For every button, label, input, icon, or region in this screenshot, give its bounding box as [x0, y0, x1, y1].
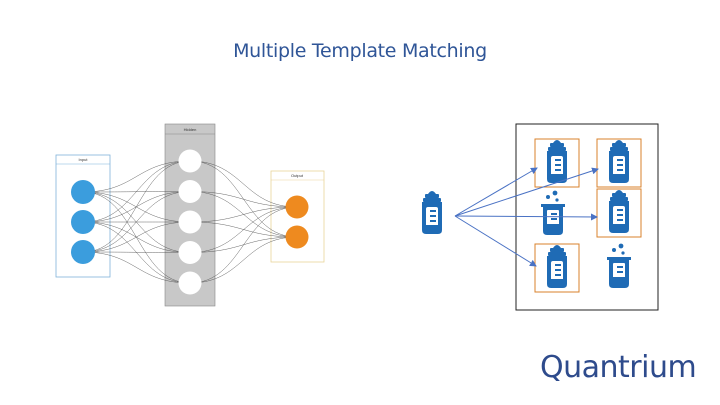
network-edge [82, 160, 191, 193]
network-edge [189, 160, 298, 238]
network-edge [82, 191, 191, 253]
network-nodes [71, 149, 309, 295]
input-layer-box [55, 154, 111, 278]
network-edge [82, 160, 191, 253]
template-bottle-icon [422, 191, 442, 234]
output-layer-label: Output [291, 173, 304, 178]
network-edge [189, 160, 298, 208]
network-edge [189, 206, 298, 284]
network-edge [82, 191, 191, 253]
network-edge [189, 206, 298, 253]
network-edge [82, 160, 191, 223]
network-edges [82, 160, 298, 284]
network-edge [82, 221, 191, 284]
output-node [285, 225, 309, 249]
hidden-node [178, 180, 202, 203]
match-box [534, 243, 580, 293]
match-box [596, 138, 642, 188]
output-node [285, 195, 309, 219]
match-arrow [454, 215, 537, 267]
network-edge [189, 191, 298, 238]
match-box [596, 188, 642, 238]
hidden-layer-label: Hidden [184, 127, 197, 132]
match-arrow [454, 213, 598, 221]
output-layer-box [270, 170, 325, 263]
match-box [534, 138, 580, 188]
hidden-node [178, 241, 202, 264]
template-matching [422, 123, 659, 311]
input-node [71, 240, 95, 264]
slide-title: Multiple Template Matching [233, 40, 487, 62]
network-edge [189, 206, 298, 223]
hidden-node [178, 210, 202, 234]
search-grid [534, 138, 642, 293]
network-edge [82, 251, 191, 284]
network-edge [82, 251, 191, 253]
input-node [71, 210, 95, 234]
match-arrow [454, 167, 538, 217]
network-edge [189, 191, 298, 208]
quantrium-logo: Quantrium [540, 350, 697, 385]
input-layer-label: Input [79, 157, 89, 162]
match-arrows [454, 167, 599, 267]
hidden-node [178, 271, 202, 295]
match-arrow [454, 167, 599, 217]
input-node [71, 180, 95, 204]
neural-network: Hidden Input Output [55, 123, 325, 307]
hidden-node [178, 149, 202, 173]
network-edge [82, 221, 191, 253]
network-edge [189, 236, 298, 284]
